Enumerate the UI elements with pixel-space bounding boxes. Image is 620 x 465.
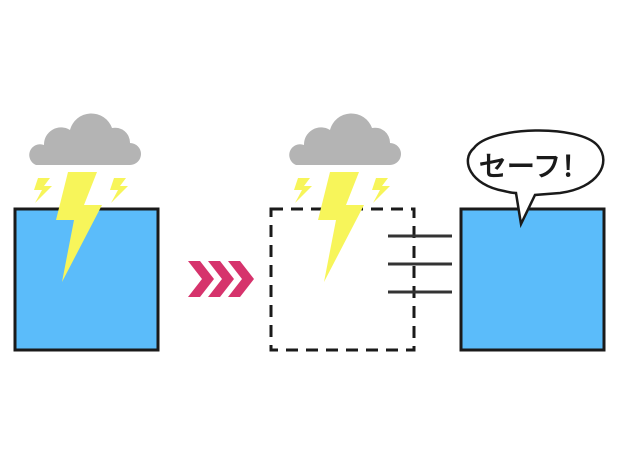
- panel-dodged: [269, 113, 452, 352]
- storm-cloud-icon: [289, 113, 401, 165]
- panel-struck: [13, 113, 160, 352]
- storm-cloud-icon: [29, 113, 141, 165]
- speech-bubble-text: セーフ！: [479, 150, 589, 183]
- small-spark-right-icon: [110, 178, 128, 203]
- safe-box: [459, 207, 606, 352]
- triple-chevron-right-icon: [188, 261, 254, 297]
- motion-lines-icon: [388, 234, 452, 294]
- small-spark-left-icon: [294, 178, 312, 203]
- speech-bubble-icon: [466, 129, 605, 229]
- small-spark-right-icon: [372, 178, 390, 203]
- small-spark-left-icon: [34, 178, 52, 203]
- panel-safe: セーフ！: [459, 129, 606, 352]
- lightning-bolt-icon: [56, 172, 102, 282]
- lightning-bolt-icon: [318, 172, 364, 282]
